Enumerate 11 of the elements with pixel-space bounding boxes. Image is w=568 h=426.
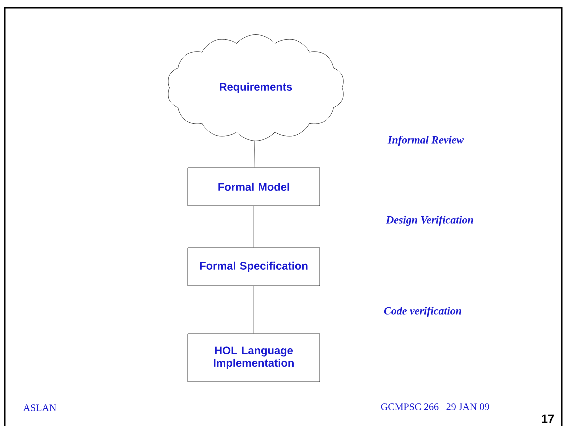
footer-text: ASLAN bbox=[23, 404, 56, 412]
annotation-text: Design Verification bbox=[386, 216, 474, 226]
footer-text: 29 JAN 09 bbox=[446, 404, 490, 410]
annotation-text: Informal Review bbox=[388, 136, 464, 146]
footer-text: GCMPSC 266 bbox=[381, 404, 439, 410]
process-box: Formal Model bbox=[188, 168, 320, 206]
process-box: HOL Language Implementation bbox=[188, 334, 320, 382]
page-number: 17 bbox=[542, 414, 554, 424]
annotation-text: Code verification bbox=[384, 306, 462, 318]
process-box: Formal Specification bbox=[188, 248, 320, 286]
connector-line bbox=[254, 141, 256, 168]
